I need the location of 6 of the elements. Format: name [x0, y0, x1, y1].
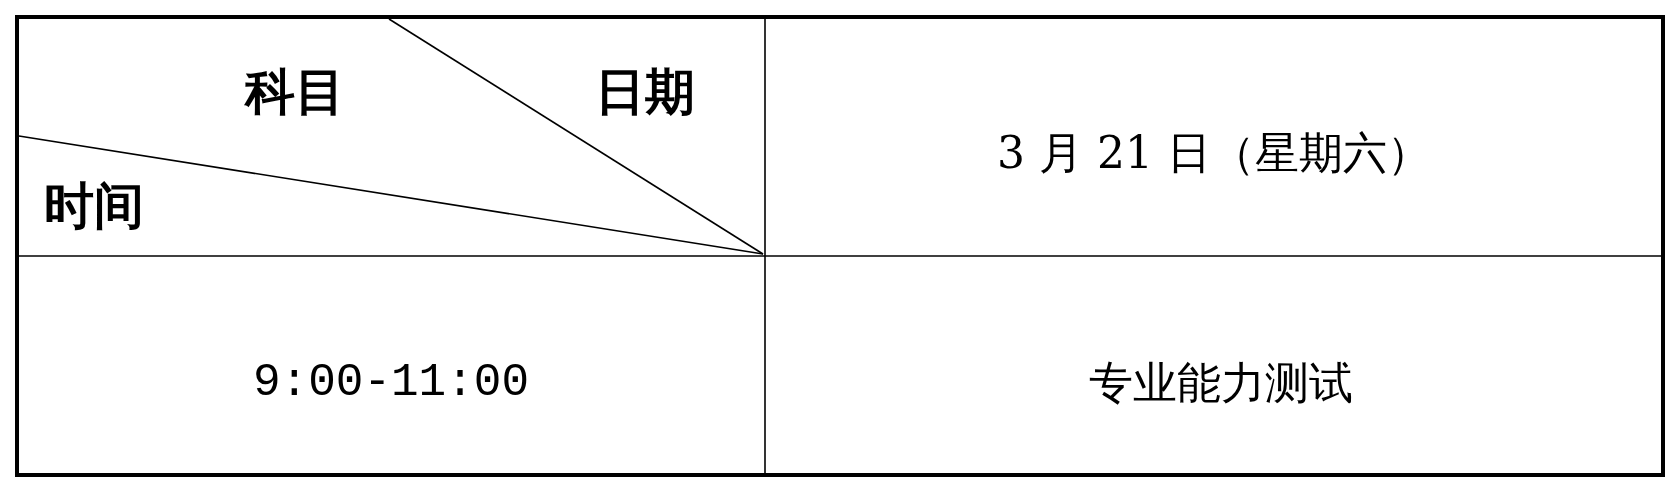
date-text: 3 月 21 日（星期六） — [997, 131, 1431, 175]
time-text: 9:00-11:00 — [253, 360, 529, 406]
header-label: 日期 — [595, 67, 695, 117]
header-label: 科目 — [245, 67, 345, 117]
header-label: 时间 — [44, 181, 144, 231]
subject-text: 专业能力测试 — [1089, 361, 1353, 405]
